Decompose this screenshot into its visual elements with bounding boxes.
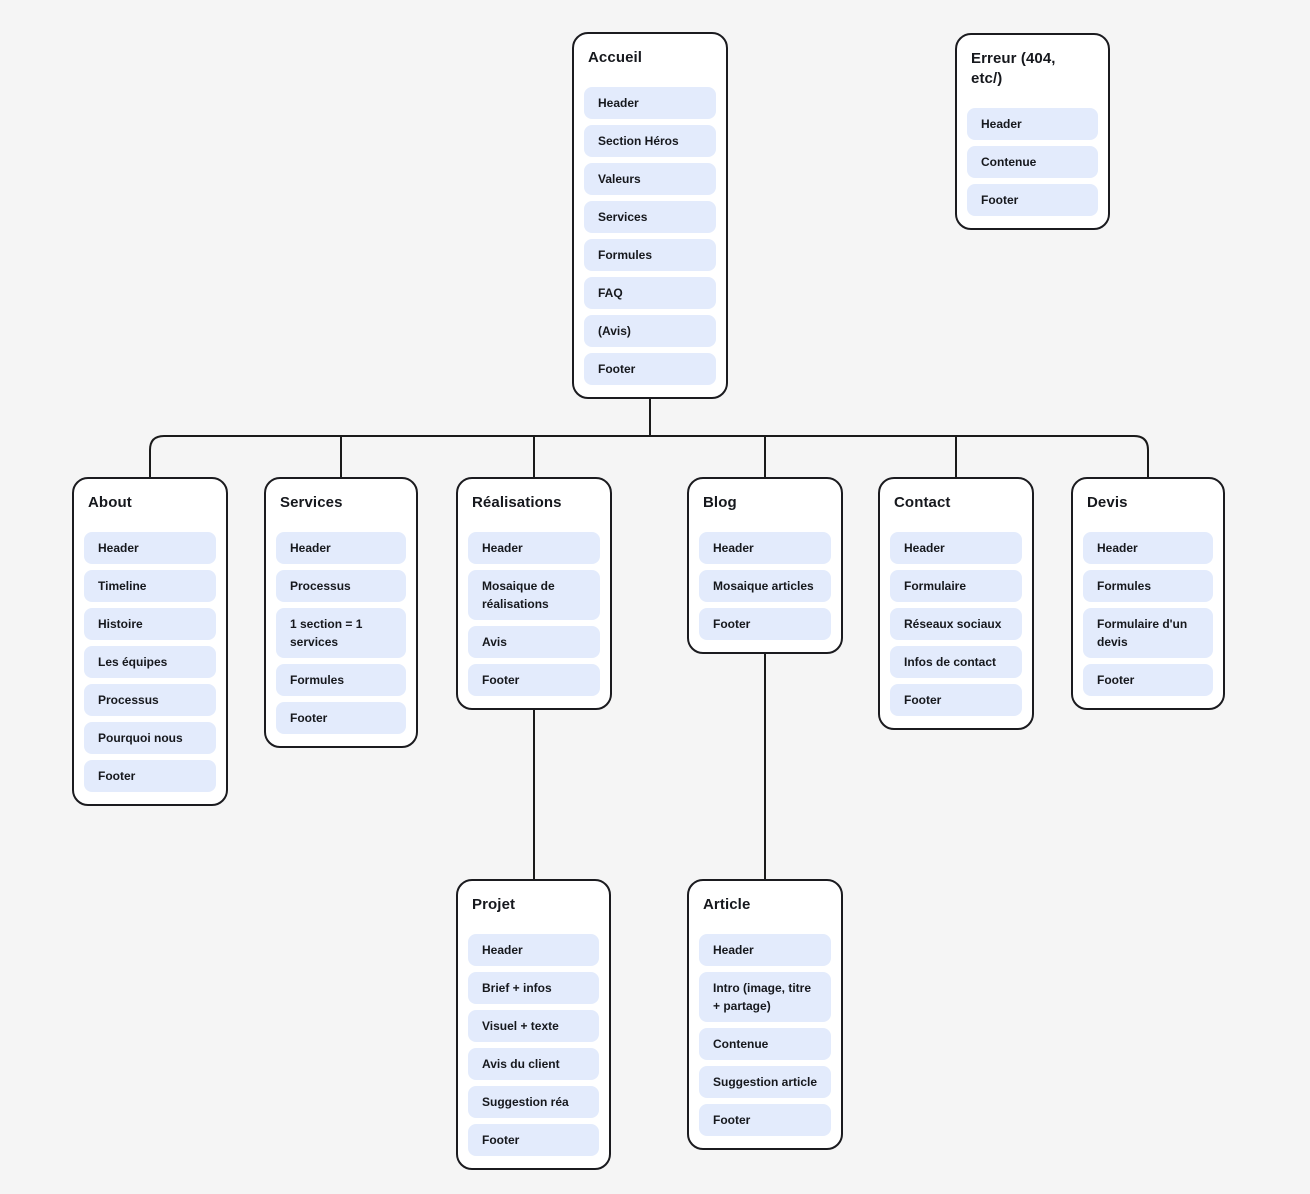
card-services[interactable]: Services Header Processus 1 section = 1 … (264, 477, 418, 748)
card-article[interactable]: Article Header Intro (image, titre + par… (687, 879, 843, 1150)
section-pill[interactable]: Footer (699, 608, 831, 640)
section-pill[interactable]: Header (699, 532, 831, 564)
card-about[interactable]: About Header Timeline Histoire Les équip… (72, 477, 228, 806)
card-accueil[interactable]: Accueil Header Section Héros Valeurs Ser… (572, 32, 728, 399)
section-pill[interactable]: Formules (276, 664, 406, 696)
section-pill[interactable]: Formules (1083, 570, 1213, 602)
section-pill[interactable]: Mosaique articles (699, 570, 831, 602)
card-title-services: Services (280, 494, 343, 511)
section-pill[interactable]: Header (584, 87, 716, 119)
card-projet[interactable]: Projet Header Brief + infos Visuel + tex… (456, 879, 611, 1170)
card-title-devis: Devis (1087, 494, 1128, 511)
section-pill[interactable]: Section Héros (584, 125, 716, 157)
card-title-contact: Contact (894, 494, 951, 511)
section-pill[interactable]: Réseaux sociaux (890, 608, 1022, 640)
section-pill[interactable]: Formules (584, 239, 716, 271)
section-pill[interactable]: Services (584, 201, 716, 233)
section-pill[interactable]: Footer (276, 702, 406, 734)
section-pill[interactable]: Brief + infos (468, 972, 599, 1004)
section-pill[interactable]: Timeline (84, 570, 216, 602)
section-pill[interactable]: Header (276, 532, 406, 564)
card-title-projet: Projet (472, 896, 516, 913)
section-pill[interactable]: FAQ (584, 277, 716, 309)
section-pill[interactable]: Formulaire d'un devis (1083, 608, 1213, 658)
section-pill[interactable]: Contenue (699, 1028, 831, 1060)
section-pill[interactable]: Histoire (84, 608, 216, 640)
section-pill[interactable]: Header (890, 532, 1022, 564)
section-pill[interactable]: Footer (1083, 664, 1213, 696)
section-pill[interactable]: Header (699, 934, 831, 966)
section-pill[interactable]: Processus (84, 684, 216, 716)
section-pill[interactable]: Avis (468, 626, 600, 658)
section-pill[interactable]: Mosaique de réalisations (468, 570, 600, 620)
section-pill[interactable]: (Avis) (584, 315, 716, 347)
card-realisations[interactable]: Réalisations Header Mosaique de réalisat… (456, 477, 612, 710)
section-pill[interactable]: Pourquoi nous (84, 722, 216, 754)
section-pill[interactable]: Header (967, 108, 1098, 140)
section-pill[interactable]: Contenue (967, 146, 1098, 178)
card-contact[interactable]: Contact Header Formulaire Réseaux sociau… (878, 477, 1034, 730)
section-pill[interactable]: Footer (967, 184, 1098, 216)
card-title-about: About (88, 494, 132, 511)
section-pill[interactable]: Footer (584, 353, 716, 385)
section-pill[interactable]: Footer (84, 760, 216, 792)
card-title-realisations: Réalisations (472, 494, 562, 511)
section-pill[interactable]: Suggestion réa (468, 1086, 599, 1118)
section-pill[interactable]: Valeurs (584, 163, 716, 195)
card-blog[interactable]: Blog Header Mosaique articles Footer (687, 477, 843, 654)
section-pill[interactable]: Header (1083, 532, 1213, 564)
card-devis[interactable]: Devis Header Formules Formulaire d'un de… (1071, 477, 1225, 710)
section-pill[interactable]: Footer (468, 664, 600, 696)
section-pill[interactable]: Header (84, 532, 216, 564)
section-pill[interactable]: Formulaire (890, 570, 1022, 602)
section-pill[interactable]: Processus (276, 570, 406, 602)
card-erreur[interactable]: Erreur (404, etc/) Header Contenue Foote… (955, 33, 1110, 230)
card-title-erreur: Erreur (404, etc/) (971, 50, 1056, 87)
section-pill[interactable]: Infos de contact (890, 646, 1022, 678)
section-pill[interactable]: Footer (468, 1124, 599, 1156)
section-pill[interactable]: Visuel + texte (468, 1010, 599, 1042)
connector-trunk (149, 435, 1149, 485)
section-pill[interactable]: Intro (image, titre + partage) (699, 972, 831, 1022)
card-title-article: Article (703, 896, 751, 913)
section-pill[interactable]: Avis du client (468, 1048, 599, 1080)
section-pill[interactable]: Suggestion article (699, 1066, 831, 1098)
card-title-accueil: Accueil (588, 49, 643, 66)
section-pill[interactable]: Footer (890, 684, 1022, 716)
section-pill[interactable]: Les équipes (84, 646, 216, 678)
section-pill[interactable]: 1 section = 1 services (276, 608, 406, 658)
card-title-blog: Blog (703, 494, 737, 511)
section-pill[interactable]: Header (468, 532, 600, 564)
section-pill[interactable]: Header (468, 934, 599, 966)
section-pill[interactable]: Footer (699, 1104, 831, 1136)
